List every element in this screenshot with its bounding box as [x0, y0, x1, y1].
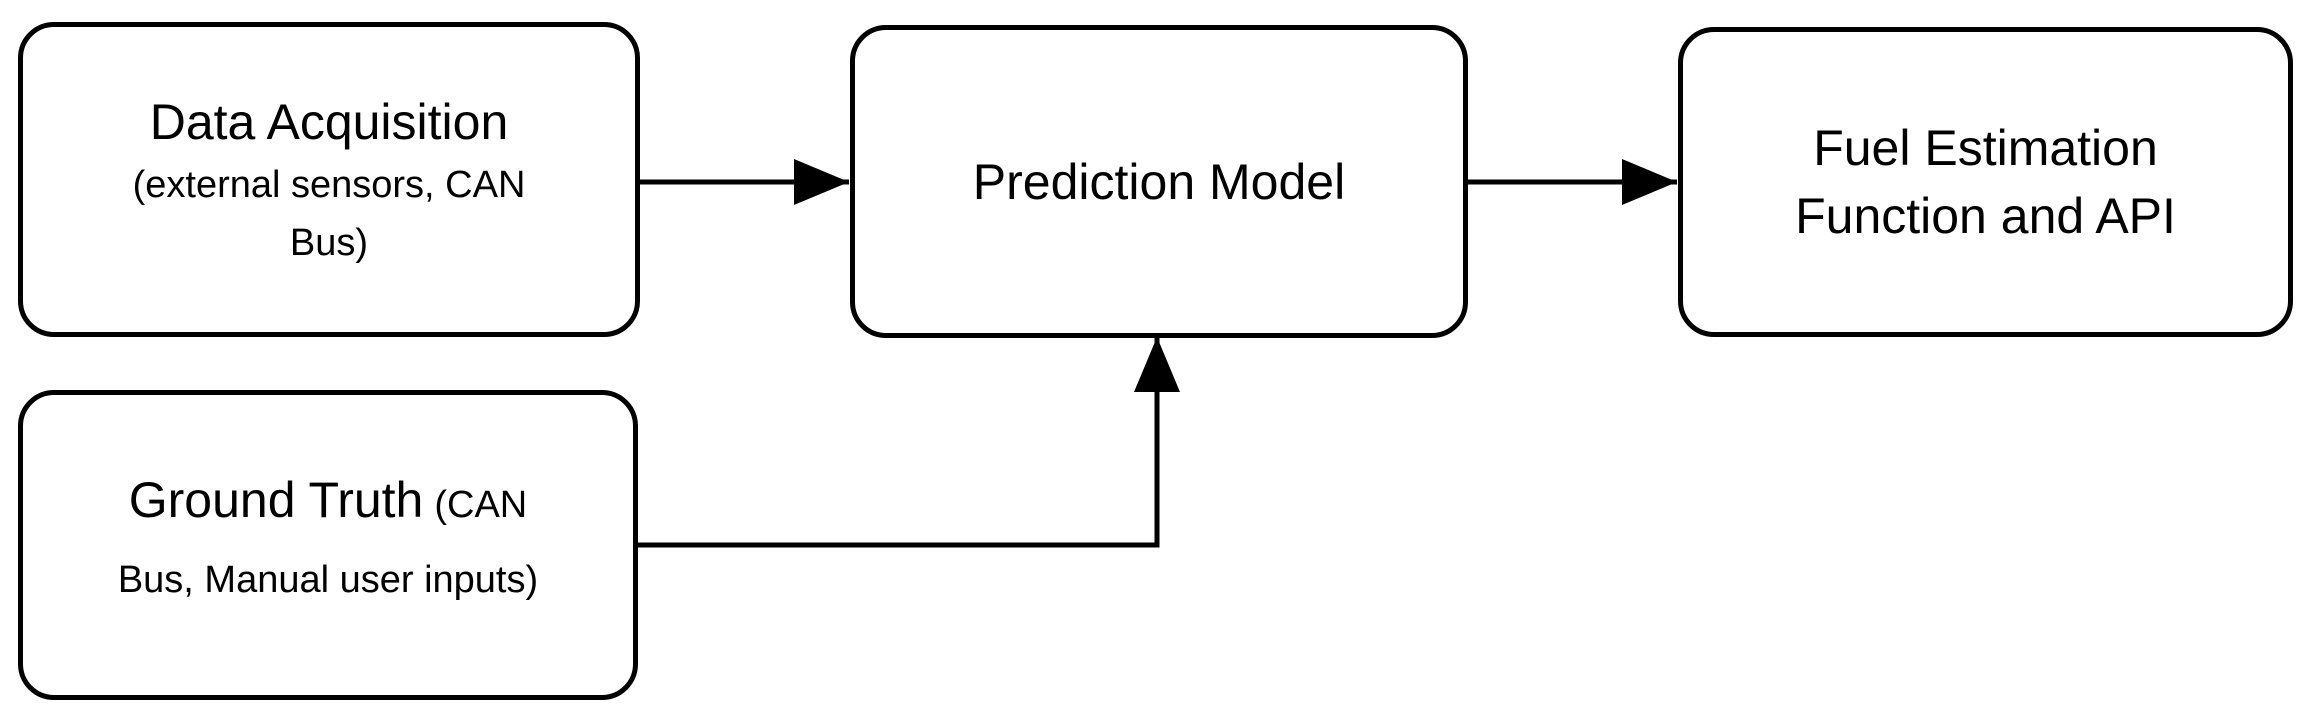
node-data-acquisition: Data Acquisition (external sensors, CAN … [18, 22, 640, 337]
node-data-acquisition-subtitle-line1: (external sensors, CAN [132, 163, 526, 206]
node-ground-truth-detail-line2: Bus, Manual user inputs) [117, 559, 539, 601]
node-data-acquisition-subtitle-line2: Bus) [289, 221, 369, 264]
node-data-acquisition-title: Data Acquisition [149, 93, 509, 150]
node-prediction-model-title: Prediction Model [972, 153, 1346, 210]
node-ground-truth-title: Ground Truth [128, 472, 424, 528]
node-ground-truth: Ground Truth(CAN Bus, Manual user inputs… [18, 390, 638, 700]
node-fuel-estimation-title-line1: Fuel Estimation [1813, 120, 2158, 176]
node-ground-truth-detail-line1: (CAN [434, 484, 528, 526]
node-prediction-model: Prediction Model [850, 25, 1468, 338]
node-fuel-estimation-title-line2: Function and API [1795, 188, 2176, 244]
node-fuel-estimation: Fuel Estimation Function and API [1678, 27, 2293, 337]
edge-ground-truth-to-prediction-model [638, 337, 1181, 548]
